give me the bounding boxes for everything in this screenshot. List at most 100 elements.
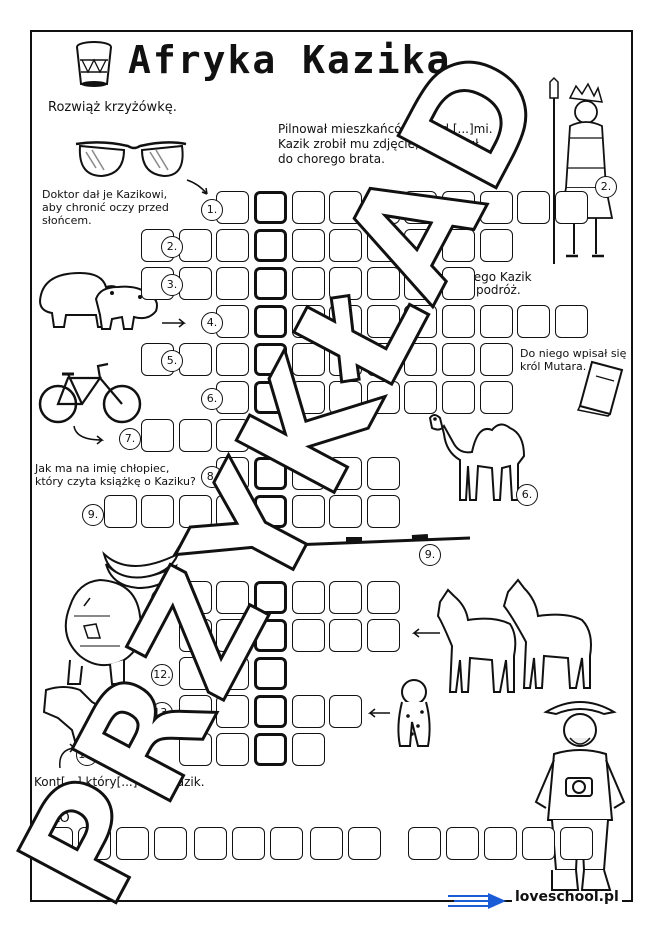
- crossword-cell[interactable]: [291, 457, 325, 490]
- crossword-cell[interactable]: [329, 695, 363, 728]
- crossword-cell[interactable]: [479, 343, 513, 376]
- crossword-cell[interactable]: [329, 457, 363, 490]
- crossword-cell[interactable]: [404, 229, 438, 262]
- crossword-cell[interactable]: [329, 381, 363, 414]
- crossword-key-cell[interactable]: [254, 305, 287, 338]
- crossword-cell[interactable]: [442, 343, 475, 376]
- solution-cell[interactable]: [484, 827, 517, 860]
- crossword-cell[interactable]: [216, 267, 250, 300]
- crossword-cell[interactable]: [366, 229, 400, 262]
- crossword-cell[interactable]: [291, 733, 325, 766]
- crossword-cell[interactable]: [178, 267, 212, 300]
- crossword-cell[interactable]: [442, 267, 475, 300]
- solution-cell[interactable]: [560, 827, 593, 860]
- crossword-cell[interactable]: [404, 381, 438, 414]
- solution-cell[interactable]: [78, 827, 111, 860]
- crossword-cell[interactable]: [291, 305, 325, 338]
- solution-cell[interactable]: [522, 827, 555, 860]
- crossword-cell[interactable]: [366, 495, 400, 528]
- solution-cell[interactable]: [194, 827, 227, 860]
- crossword-cell[interactable]: [178, 695, 212, 728]
- crossword-cell[interactable]: [178, 495, 212, 528]
- crossword-key-cell[interactable]: [254, 267, 287, 300]
- crossword-cell[interactable]: [517, 191, 551, 224]
- crossword-key-cell[interactable]: [254, 191, 287, 224]
- crossword-cell[interactable]: [216, 419, 250, 452]
- solution-cell[interactable]: [116, 827, 149, 860]
- crossword-cell[interactable]: [291, 495, 325, 528]
- crossword-cell[interactable]: [479, 229, 513, 262]
- crossword-cell[interactable]: [329, 343, 363, 376]
- crossword-cell[interactable]: [291, 229, 325, 262]
- crossword-key-cell[interactable]: [254, 381, 287, 414]
- crossword-cell[interactable]: [103, 495, 137, 528]
- crossword-cell[interactable]: [216, 229, 250, 262]
- crossword-cell[interactable]: [366, 343, 400, 376]
- crossword-cell[interactable]: [517, 305, 551, 338]
- crossword-cell[interactable]: [291, 267, 325, 300]
- crossword-cell[interactable]: [291, 581, 325, 614]
- crossword-cell[interactable]: [442, 381, 475, 414]
- crossword-cell[interactable]: [329, 495, 363, 528]
- crossword-key-cell[interactable]: [254, 619, 287, 652]
- crossword-key-cell[interactable]: [254, 495, 287, 528]
- crossword-cell[interactable]: [329, 581, 363, 614]
- crossword-cell[interactable]: [216, 343, 250, 376]
- solution-cell[interactable]: [408, 827, 441, 860]
- crossword-cell[interactable]: [178, 733, 212, 766]
- crossword-key-cell[interactable]: [254, 581, 287, 614]
- crossword-cell[interactable]: [366, 305, 400, 338]
- crossword-cell[interactable]: [442, 229, 475, 262]
- crossword-cell[interactable]: [442, 191, 475, 224]
- crossword-cell[interactable]: [366, 267, 400, 300]
- crossword-cell[interactable]: [554, 191, 588, 224]
- crossword-key-cell[interactable]: [254, 457, 287, 490]
- crossword-cell[interactable]: [178, 581, 212, 614]
- crossword-key-cell[interactable]: [254, 733, 287, 766]
- crossword-cell[interactable]: [404, 305, 438, 338]
- solution-cell[interactable]: [348, 827, 381, 860]
- crossword-cell[interactable]: [366, 581, 400, 614]
- solution-cell[interactable]: [40, 827, 73, 860]
- crossword-cell[interactable]: [178, 657, 212, 690]
- crossword-cell[interactable]: [366, 457, 400, 490]
- crossword-cell[interactable]: [291, 343, 325, 376]
- crossword-cell[interactable]: [442, 305, 475, 338]
- crossword-cell[interactable]: [291, 695, 325, 728]
- crossword-cell[interactable]: [404, 191, 438, 224]
- crossword-cell[interactable]: [366, 191, 400, 224]
- crossword-key-cell[interactable]: [254, 343, 287, 376]
- solution-cell[interactable]: [270, 827, 303, 860]
- solution-cell[interactable]: [310, 827, 343, 860]
- crossword-cell[interactable]: [329, 191, 363, 224]
- crossword-cell[interactable]: [329, 229, 363, 262]
- crossword-cell[interactable]: [178, 419, 212, 452]
- solution-cell[interactable]: [232, 827, 265, 860]
- crossword-cell[interactable]: [366, 381, 400, 414]
- crossword-cell[interactable]: [479, 305, 513, 338]
- crossword-key-cell[interactable]: [254, 695, 287, 728]
- crossword-cell[interactable]: [404, 343, 438, 376]
- crossword-cell[interactable]: [329, 267, 363, 300]
- crossword-cell[interactable]: [216, 619, 250, 652]
- crossword-cell[interactable]: [141, 419, 175, 452]
- crossword-cell[interactable]: [291, 381, 325, 414]
- crossword-cell[interactable]: [216, 581, 250, 614]
- crossword-cell[interactable]: [178, 229, 212, 262]
- crossword-cell[interactable]: [479, 381, 513, 414]
- crossword-cell[interactable]: [141, 495, 175, 528]
- crossword-cell[interactable]: [366, 619, 400, 652]
- crossword-cell[interactable]: [554, 305, 588, 338]
- crossword-cell[interactable]: [216, 657, 250, 690]
- crossword-key-cell[interactable]: [254, 657, 287, 690]
- solution-cell[interactable]: [446, 827, 479, 860]
- crossword-cell[interactable]: [216, 495, 250, 528]
- crossword-key-cell[interactable]: [254, 229, 287, 262]
- crossword-cell[interactable]: [329, 619, 363, 652]
- crossword-cell[interactable]: [404, 267, 438, 300]
- crossword-cell[interactable]: [178, 343, 212, 376]
- solution-cell[interactable]: [154, 827, 187, 860]
- crossword-cell[interactable]: [216, 733, 250, 766]
- crossword-cell[interactable]: [216, 695, 250, 728]
- crossword-cell[interactable]: [291, 191, 325, 224]
